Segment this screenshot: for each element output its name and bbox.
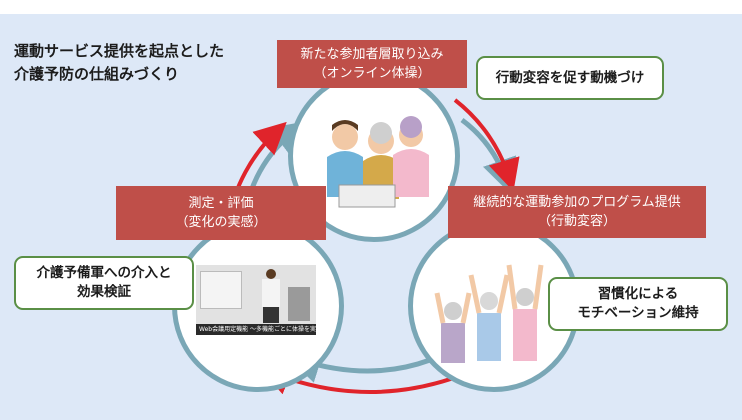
title-line: 介護予防の仕組みづくり (14, 65, 180, 83)
note-line: 行動変容を促す動機づけ (495, 69, 645, 86)
photo-caption: Web会議用定機能 ～多機能ごとに体操を実施計画～ (196, 324, 316, 335)
note-habit: 習慣化による モチベーション維持 (548, 277, 728, 331)
step-box-measure: 測定・評価 （変化の実感） (116, 186, 326, 240)
note-line: 習慣化による (597, 286, 679, 302)
step-box-recruit: 新たな参加者層取り込み （オンライン体操） (277, 40, 467, 88)
note-line: モチベーション維持 (577, 305, 699, 321)
step-line: 測定・評価 (188, 196, 254, 211)
step-line: （行動変容） (537, 214, 616, 229)
step-line: 新たな参加者層取り込み (300, 47, 444, 62)
title-line: 運動サービス提供を起点とした (14, 42, 225, 60)
note-intervention: 介護予備軍への介入と 効果検証 (14, 256, 194, 310)
note-line: 介護予備軍への介入と (36, 265, 172, 281)
step-line: （オンライン体操） (313, 66, 431, 81)
group-exercise-illustration (327, 116, 429, 208)
arms-raised-exercise-illustration (434, 264, 544, 363)
step-line: 継続的な運動参加のプログラム提供 (473, 195, 681, 210)
outer-arc-top-right (453, 98, 520, 192)
note-motivation: 行動変容を促す動機づけ (476, 56, 664, 100)
measurement-photo: Web会議用定機能 ～多機能ごとに体操を実施計画～ (196, 265, 316, 335)
note-line: 効果検証 (77, 284, 131, 300)
step-line: （変化の実感） (175, 215, 267, 230)
diagram-title: 運動サービス提供を起点とした 介護予防の仕組みづくり (14, 40, 264, 86)
step-box-program: 継続的な運動参加のプログラム提供 （行動変容） (448, 186, 706, 238)
